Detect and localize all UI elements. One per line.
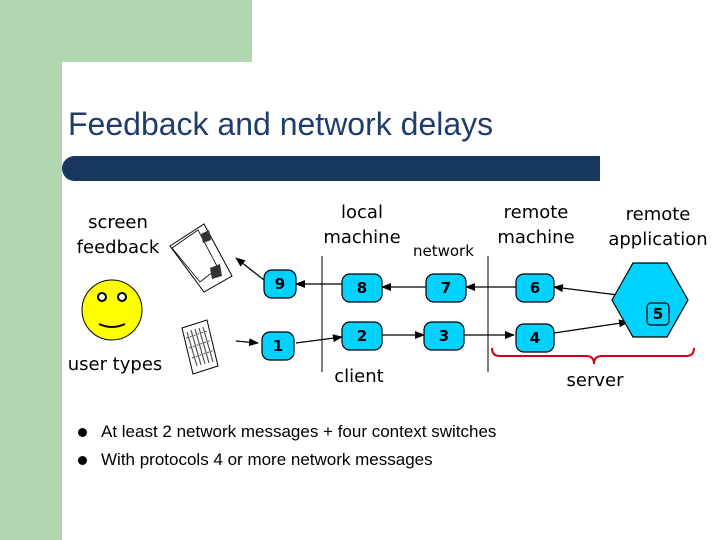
bullet-item: At least 2 network messages + four conte…	[78, 418, 496, 446]
step-8-node: 8	[341, 273, 383, 303]
remote-application-label: remote application	[608, 204, 708, 250]
step-6-label: 6	[530, 279, 540, 297]
bullet-list: At least 2 network messages + four conte…	[78, 418, 496, 474]
decor-band-left	[0, 0, 62, 540]
server-brace	[491, 347, 695, 365]
server-label: server	[566, 370, 624, 391]
step-7-label: 7	[441, 279, 451, 297]
step-1-node: 1	[261, 331, 295, 361]
arrow-1-to-2	[295, 334, 343, 344]
step-4-node: 4	[515, 323, 555, 353]
step-9-label: 9	[275, 275, 285, 293]
bullet-item: With protocols 4 or more network message…	[78, 446, 496, 474]
slide-title: Feedback and network delays	[68, 106, 494, 142]
step-2-label: 2	[357, 327, 367, 345]
step-3-node: 3	[423, 321, 465, 351]
client-label: client	[334, 366, 384, 387]
arrow-4-to-5	[553, 319, 629, 334]
step-8-label: 8	[357, 279, 367, 297]
step-7-node: 7	[425, 273, 467, 303]
step-4-label: 4	[530, 329, 540, 347]
arrow-9-to-screen	[235, 257, 265, 281]
step-9-node: 9	[263, 269, 297, 299]
step-6-node: 6	[515, 273, 555, 303]
step-3-label: 3	[439, 327, 449, 345]
step-5-label: 5	[653, 305, 663, 323]
bullet-dot-icon	[78, 455, 87, 465]
smiley-face-icon	[81, 279, 143, 341]
title-underline-bar	[62, 156, 600, 181]
user-types-label: user types	[67, 354, 163, 375]
remote-application-hexagon: 5	[611, 262, 689, 338]
arrow-5-to-6	[553, 284, 627, 297]
remote-machine-label: remote machine	[497, 202, 575, 248]
keyboard-icon	[181, 319, 219, 375]
screen-feedback-label: screen feedback	[76, 212, 160, 258]
bullet-dot-icon	[78, 427, 87, 437]
monitor-icon	[169, 223, 233, 293]
arrow-keyboard-to-1	[235, 338, 259, 347]
network-label: network	[413, 242, 474, 260]
step-2-node: 2	[341, 321, 383, 351]
local-machine-label: local machine	[323, 202, 401, 248]
step-1-label: 1	[273, 337, 283, 355]
